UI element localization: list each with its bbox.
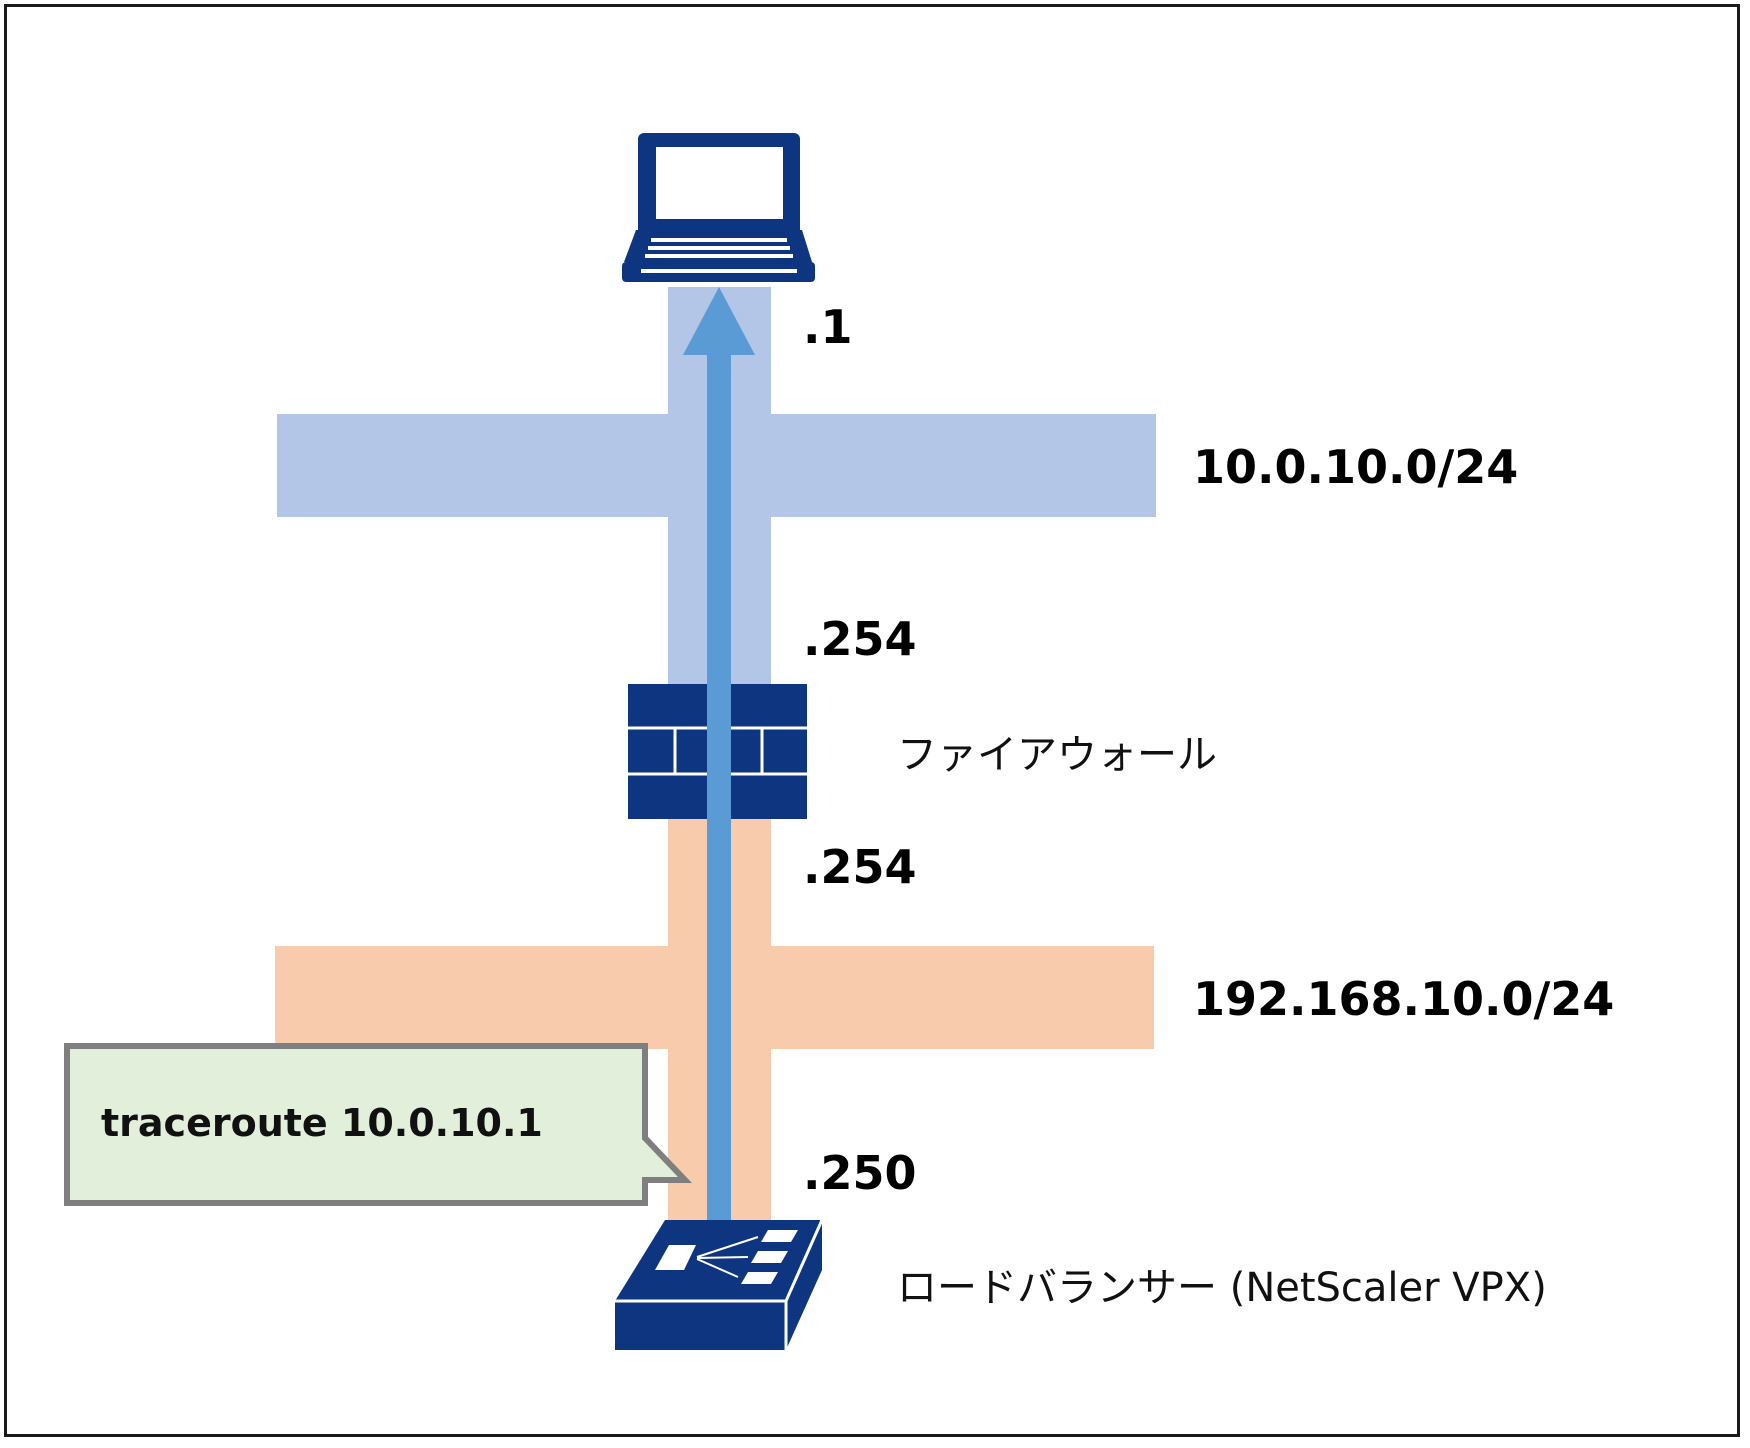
firewall-label: ファイアウォール: [897, 732, 1217, 778]
firewall-upper-address: .254: [803, 612, 917, 666]
arrow-up-icon: [683, 287, 755, 1220]
callout-text: traceroute 10.0.10.1: [101, 1101, 543, 1145]
load-balancer-icon: [615, 1219, 824, 1350]
load-balancer-label: ロードバランサー (NetScaler VPX): [897, 1265, 1547, 1311]
upper-network-label: 10.0.10.0/24: [1193, 440, 1519, 494]
callout-bubble: [64, 1043, 692, 1206]
load-balancer-address: .250: [803, 1146, 917, 1200]
firewall-lower-address: .254: [803, 840, 917, 894]
lower-network-label: 192.168.10.0/24: [1193, 972, 1615, 1026]
laptop-icon: [622, 133, 815, 282]
diagram-frame: [4, 4, 1740, 1437]
client-address: .1: [803, 300, 853, 354]
